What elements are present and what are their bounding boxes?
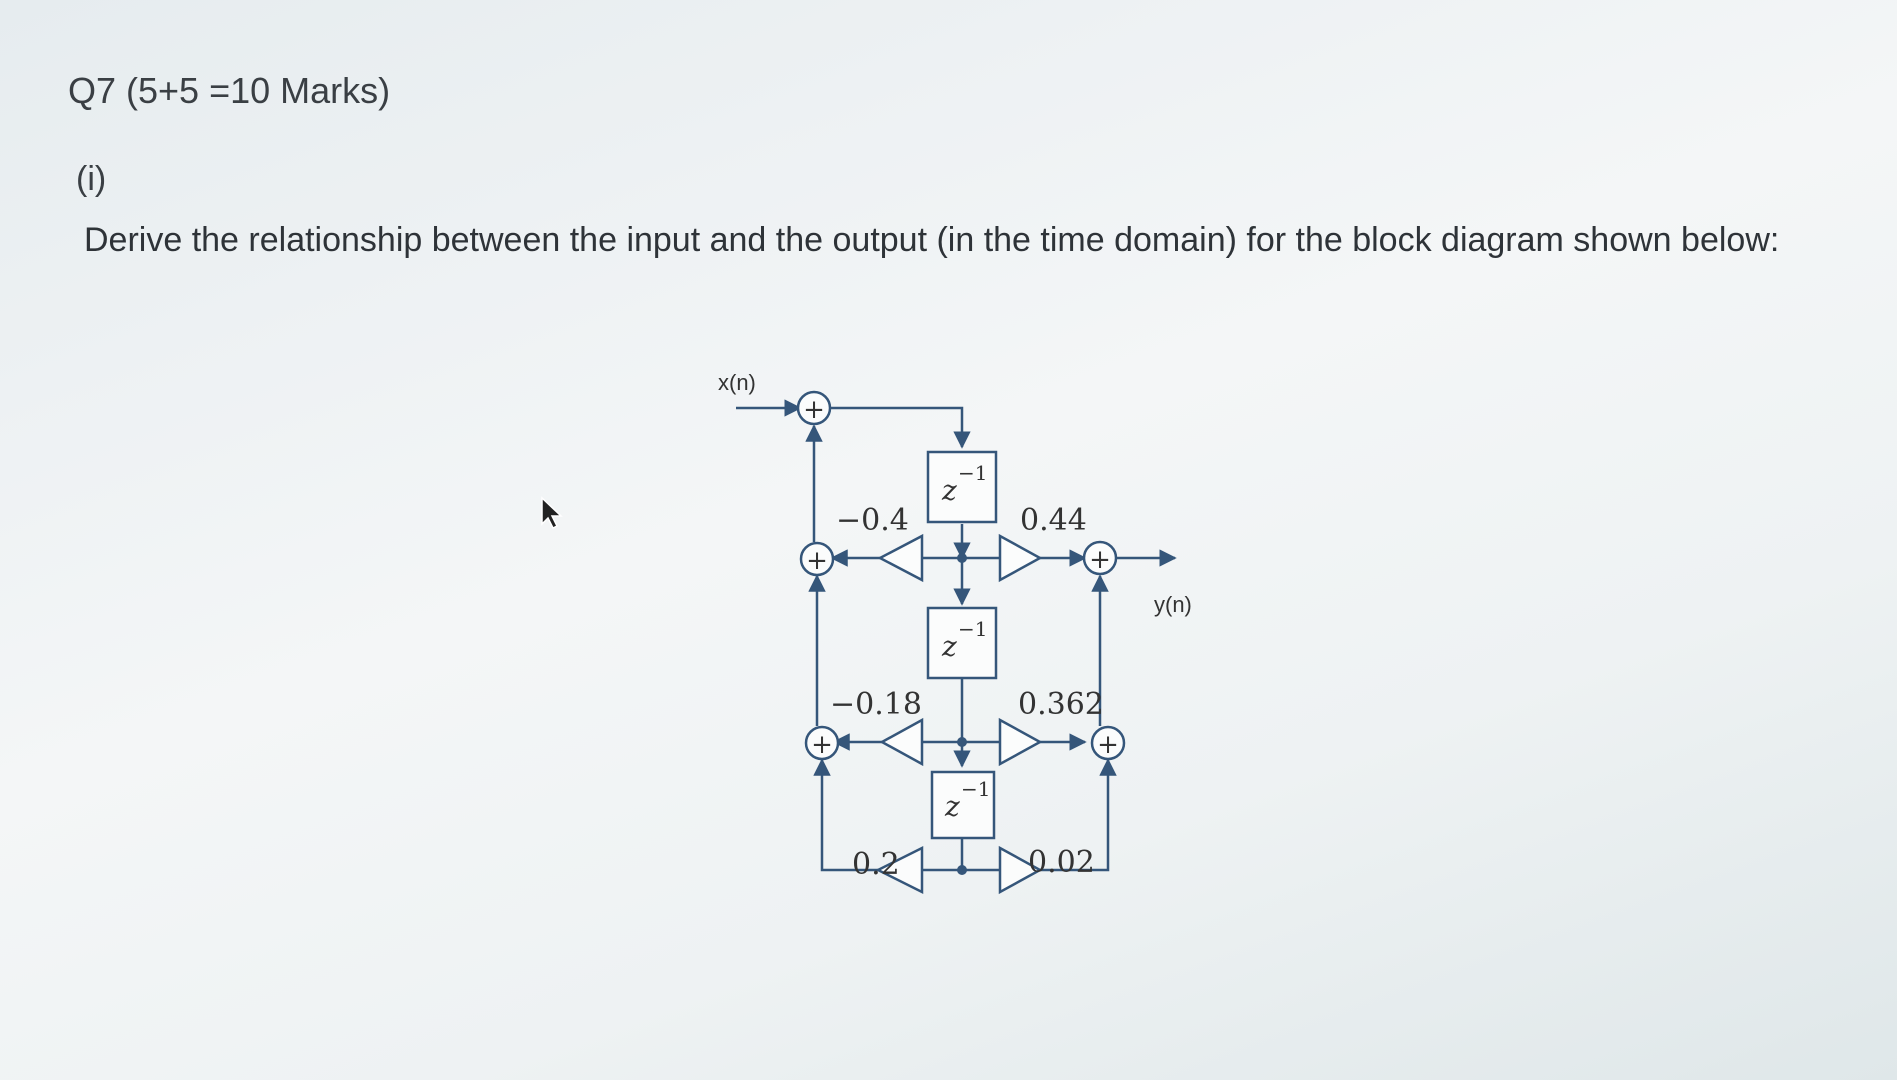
delay-3-label: z — [944, 790, 960, 823]
gain-feedback-1: −0.4 — [836, 503, 909, 538]
output-label: y(n) — [1154, 592, 1192, 617]
input-label: x(n) — [718, 370, 756, 395]
gain-feedforward-1: 0.44 — [1020, 503, 1087, 538]
gain-feedback-3: 0.2 — [852, 847, 900, 882]
adder-right-2-plus: + — [1097, 730, 1119, 760]
block-diagram: z −1 z −1 z −1 + + + — [718, 370, 1192, 895]
mouse-pointer-icon — [541, 496, 563, 530]
gain-feedback-2: −0.18 — [830, 687, 922, 722]
question-header: Q7 (5+5 =10 Marks) — [68, 70, 391, 111]
delay-1-exponent: −1 — [958, 461, 987, 485]
gain-feedforward-3: 0.02 — [1028, 845, 1095, 880]
delay-1-label: z — [941, 474, 957, 507]
adder-left-1-plus: + — [806, 546, 828, 576]
delay-2-label: z — [941, 630, 957, 663]
adder-left-2-plus: + — [811, 730, 833, 760]
question-text: Derive the relationship between the inpu… — [84, 221, 1780, 259]
question-part-label: (i) — [76, 160, 107, 198]
adder-right-1-plus: + — [1089, 545, 1111, 575]
gain-feedforward-2: 0.362 — [1018, 687, 1104, 722]
adder-top-plus: + — [803, 395, 825, 425]
delay-3-exponent: −1 — [961, 777, 990, 801]
delay-2-exponent: −1 — [958, 617, 987, 641]
